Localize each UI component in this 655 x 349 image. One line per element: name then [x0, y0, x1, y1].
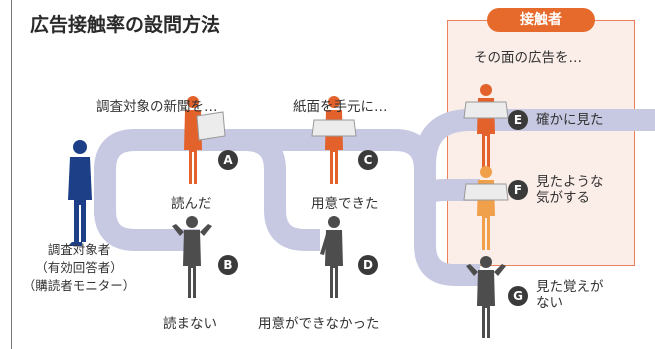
path-subject-to-read [94, 129, 245, 215]
newspaper-question-label: 調査対象の新聞を… [96, 99, 218, 115]
contact-badge: 接触者 [487, 8, 595, 32]
person-shrug-icon [172, 216, 212, 298]
step-label-seen: 確かに見た [536, 112, 604, 128]
step-label-not-seen: 見た覚えが ない [536, 279, 604, 311]
step-badge-c: C [358, 150, 378, 170]
path-ad-not-seen [414, 230, 480, 286]
step-label-vague-line2: 気がする [536, 190, 590, 206]
subject-label: 調査対象者 （有効回答者） （購読者モニター） [20, 241, 138, 295]
path-ad-seen [414, 109, 655, 230]
path-read-to-paper [244, 129, 320, 251]
person-reading-icon [463, 166, 509, 250]
step-label-not-seen-line2: ない [536, 295, 563, 311]
person-blue-icon [68, 140, 92, 246]
step-badge-e: E [508, 110, 528, 130]
step-badge-d: D [358, 255, 378, 275]
subject-label-line2: （有効回答者） [35, 260, 123, 275]
person-reading-icon [463, 84, 509, 168]
subject-label-line1: 調査対象者 [47, 242, 111, 257]
step-badge-f: F [508, 180, 528, 200]
subject-label-line3: （購読者モニター） [22, 278, 136, 293]
left-frame-line [11, 0, 12, 349]
person-reading-icon [184, 96, 226, 184]
step-badge-a: A [218, 150, 238, 170]
paper-question-label: 紙面を手元に… [293, 99, 388, 115]
step-badge-b: B [218, 255, 238, 275]
person-shrug-icon [320, 216, 343, 298]
step-label-not-seen-line1: 見た覚えが [536, 279, 604, 295]
step-label-vague-line1: 見たような [536, 174, 604, 190]
person-reading-icon [311, 96, 357, 184]
path-subject-to-not-read [94, 199, 200, 251]
step-label-not-read: 読まない [163, 316, 217, 332]
step-label-prepared: 用意できた [311, 196, 379, 212]
path-ad-vague [414, 179, 480, 204]
flow-paths [94, 109, 655, 286]
person-shrug-icon [466, 256, 506, 338]
ad-question-label: その面の広告を… [474, 50, 582, 66]
step-badge-g: G [508, 286, 528, 306]
step-label-vague: 見たような 気がする [536, 174, 604, 206]
step-label-read: 読んだ [171, 196, 212, 212]
step-label-not-prepared: 用意ができなかった [258, 316, 380, 332]
page-title: 広告接触率の設問方法 [30, 14, 221, 36]
